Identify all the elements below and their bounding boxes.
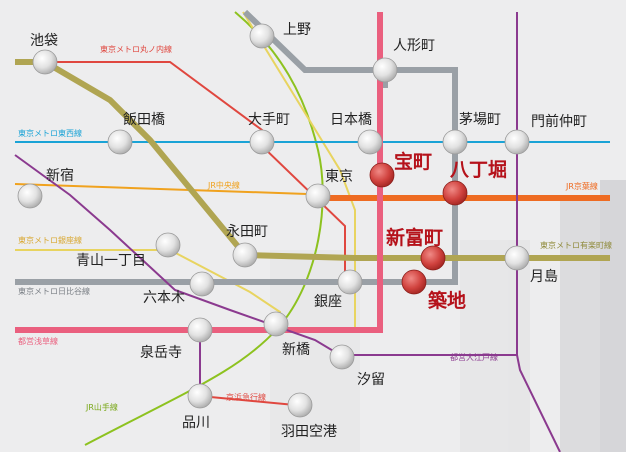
station-marker-kayabacho[interactable] <box>442 129 468 155</box>
station-marker-hatchobori[interactable] <box>442 180 468 206</box>
station-name-tsukiji: 築地 <box>427 289 466 312</box>
station-markers <box>17 23 530 418</box>
station-marker-ueno[interactable] <box>249 23 275 49</box>
station-name-kayabacho: 茅場町 <box>459 112 501 128</box>
station-marker-takaracho[interactable] <box>369 162 395 188</box>
station-name-shinjuku: 新宿 <box>46 167 74 184</box>
label-keiyo: JR京葉線 <box>565 181 598 191</box>
station-name-hatchobori: 八丁堀 <box>450 159 507 181</box>
station-marker-nihombashi[interactable] <box>357 129 383 155</box>
station-name-ikebukuro: 池袋 <box>30 33 58 49</box>
station-name-takaracho: 宝町 <box>394 150 432 173</box>
station-name-otemachi: 大手町 <box>248 112 290 128</box>
line-oedo-2 <box>516 354 561 452</box>
station-marker-shinjuku[interactable] <box>17 183 43 209</box>
station-name-sengakuji: 泉岳寺 <box>140 344 182 361</box>
label-chuo: JR中央線 <box>207 180 240 190</box>
station-marker-ginza[interactable] <box>337 269 363 295</box>
label-marunouchi: 東京メトロ丸ノ内線 <box>100 44 172 54</box>
station-marker-shimbashi[interactable] <box>263 311 289 337</box>
label-ginza: 東京メトロ銀座線 <box>18 235 82 245</box>
label-tozai: 東京メトロ東西線 <box>18 128 82 138</box>
station-name-haneda: 羽田空港 <box>281 424 337 440</box>
station-name-monzennakacho: 門前仲町 <box>531 113 587 130</box>
station-name-shinagawa: 品川 <box>182 415 210 431</box>
line-chuo <box>14 183 308 195</box>
label-yamanote: JR山手線 <box>85 402 118 412</box>
station-name-shiodome: 汐留 <box>357 372 385 388</box>
station-marker-shintomicho[interactable] <box>420 245 446 271</box>
label-yurakucho: 東京メトロ有楽町線 <box>540 240 612 250</box>
label-oedo: 都営大江戸線 <box>450 352 498 362</box>
station-marker-roppongi[interactable] <box>189 271 215 297</box>
station-marker-tsukishima[interactable] <box>504 245 530 271</box>
label-asakusa: 都営浅草線 <box>18 336 58 346</box>
station-marker-tokyo[interactable] <box>305 183 331 209</box>
station-marker-ikebukuro[interactable] <box>32 49 58 75</box>
station-name-aoyama: 青山一丁目 <box>76 253 146 269</box>
station-marker-tsukiji[interactable] <box>401 269 427 295</box>
station-name-ningyocho: 人形町 <box>393 38 435 54</box>
station-name-nihombashi: 日本橋 <box>330 112 372 128</box>
station-name-iidabashi: 飯田橋 <box>123 111 165 128</box>
station-name-nagatacho: 永田町 <box>226 224 268 240</box>
line-keikyu <box>199 395 296 406</box>
station-marker-iidabashi[interactable] <box>107 129 133 155</box>
station-marker-ningyocho[interactable] <box>372 57 398 83</box>
station-marker-nagatacho[interactable] <box>232 242 258 268</box>
station-marker-aoyama[interactable] <box>155 232 181 258</box>
station-marker-shiodome[interactable] <box>329 344 355 370</box>
station-marker-monzennakacho[interactable] <box>504 129 530 155</box>
station-marker-sengakuji[interactable] <box>187 317 213 343</box>
station-marker-otemachi[interactable] <box>249 129 275 155</box>
station-name-tsukishima: 月島 <box>530 269 558 285</box>
highlight-station-markers <box>369 162 468 295</box>
station-marker-haneda[interactable] <box>287 392 313 418</box>
station-name-shimbashi: 新橋 <box>282 342 310 358</box>
station-name-tokyo: 東京 <box>325 169 353 185</box>
station-name-roppongi: 六本木 <box>143 290 185 306</box>
station-marker-shinagawa[interactable] <box>187 383 213 409</box>
station-name-shintomicho: 新富町 <box>386 226 443 249</box>
label-hibiya: 東京メトロ日比谷線 <box>18 286 90 296</box>
label-keikyu: 京浜急行線 <box>226 392 266 402</box>
station-name-ueno: 上野 <box>283 22 311 38</box>
line-yurakucho <box>15 59 610 261</box>
station-name-ginza: 銀座 <box>314 294 342 310</box>
